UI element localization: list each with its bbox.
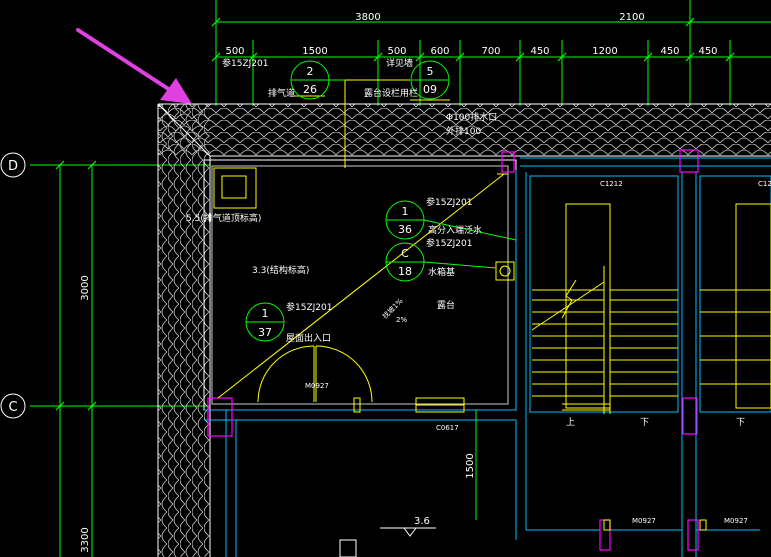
bubble-5-bottom: 37 <box>258 326 272 339</box>
label-terrace: 露台 <box>437 299 455 311</box>
label-stair-up: 上 <box>566 417 575 428</box>
label-window-c12: C12 <box>758 180 771 188</box>
label-ref-15zj201-d: 参15ZJ201 <box>286 301 332 313</box>
bubble-5-top: 1 <box>262 307 269 320</box>
dim-3000: 3000 <box>80 275 91 300</box>
bubble-leaders <box>329 79 517 269</box>
label-ref-15zj201-c: 参15ZJ201 <box>426 237 472 249</box>
dim-500-b: 500 <box>387 46 406 57</box>
detail-bubble-2-26: 2 26 <box>290 60 330 100</box>
dimension-ticks <box>55 17 735 411</box>
dimension-lines <box>30 0 771 557</box>
label-elev-structure: 3.3(结构标高) <box>252 264 309 276</box>
axis-bubble-c: C <box>0 393 26 419</box>
bubble-2-top: 5 <box>427 65 434 78</box>
label-stair-down-1: 下 <box>640 418 649 428</box>
elevation-marker <box>380 527 436 537</box>
axis-label-c: C <box>8 400 17 415</box>
detail-bubble-1-36: 1 36 <box>385 200 425 240</box>
bubble-4-bottom: 18 <box>398 265 412 278</box>
columns <box>207 149 699 551</box>
dim-500-a: 500 <box>225 46 244 57</box>
annotations: 参15ZJ201 详见墙 排气道 露台设栏用栏 Φ100排水口 外排100 5.… <box>186 57 771 527</box>
label-elev-exhaust: 5.5(排气道顶标高) <box>186 212 261 224</box>
roof-tiles <box>157 103 771 557</box>
yellow-linework <box>213 79 771 531</box>
label-drain-outlet: Φ100排水口 <box>446 111 497 123</box>
label-stair-down-2: 下 <box>736 418 745 428</box>
bubble-3-bottom: 36 <box>398 223 412 236</box>
label-water-tank: 水箱基 <box>428 266 455 278</box>
axis-label-d: D <box>8 159 18 174</box>
dim-450-a: 450 <box>530 46 549 57</box>
label-roof-entrance: 屋面出入口 <box>286 332 331 344</box>
bubble-1-bottom: 26 <box>303 83 317 96</box>
dim-1500-vertical: 1500 <box>465 453 476 478</box>
label-door-m0927-b: M0927 <box>632 517 656 525</box>
label-window-c0617: C0617 <box>436 424 459 432</box>
label-door-m0927-a: M0927 <box>305 382 329 390</box>
dim-1500: 1500 <box>302 46 327 57</box>
walls <box>203 157 771 557</box>
label-window-c1212: C1212 <box>600 180 623 188</box>
label-slope-2: 2% <box>396 316 407 324</box>
label-elev-36: 3.6 <box>414 516 430 527</box>
label-ref-15zj201-b: 参15ZJ201 <box>426 196 472 208</box>
dim-700: 700 <box>481 46 500 57</box>
label-high-low-drain: 高分入端泛水 <box>428 224 482 236</box>
dim-1200: 1200 <box>592 46 617 57</box>
floor-bottom-strip <box>339 539 357 557</box>
dim-450-c: 450 <box>698 46 717 57</box>
label-ref-detail: 详见墙 <box>386 57 413 69</box>
dim-450-b: 450 <box>660 46 679 57</box>
bubble-3-top: 1 <box>402 205 409 218</box>
dim-600: 600 <box>430 46 449 57</box>
axis-bubble-d: D <box>0 152 26 178</box>
detail-bubble-c-18: C 18 <box>385 242 425 282</box>
label-door-m0927-c: M0927 <box>724 517 748 525</box>
label-external-drain: 外排100 <box>446 125 481 137</box>
detail-bubble-1-37: 1 37 <box>245 302 285 342</box>
annotation-arrow <box>76 28 192 104</box>
dim-3300: 3300 <box>80 527 91 552</box>
bubble-4-top: C <box>401 247 409 260</box>
bubble-2-bottom: 09 <box>423 83 437 96</box>
dim-2100: 2100 <box>619 12 644 23</box>
label-ref-15zj201-a: 参15ZJ201 <box>222 57 268 69</box>
dim-3800: 3800 <box>355 12 380 23</box>
bubble-1-top: 2 <box>307 65 314 78</box>
detail-bubble-5-09: 5 09 <box>410 60 450 100</box>
label-balcony-rail: 露台设栏用栏 <box>364 87 418 99</box>
label-exhaust-duct: 排气道 <box>268 87 295 99</box>
